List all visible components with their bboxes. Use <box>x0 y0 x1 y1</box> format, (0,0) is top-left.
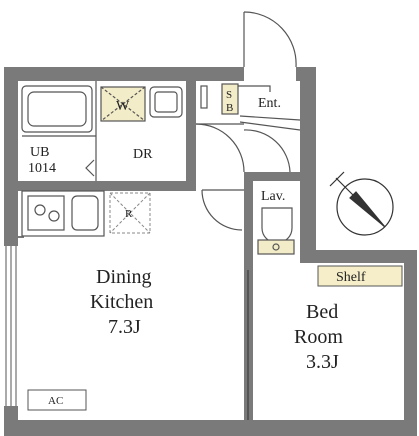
wash-basin-inner <box>154 91 178 113</box>
wall-step <box>300 250 417 263</box>
entrance-area <box>200 83 301 131</box>
entrance-floor-2 <box>239 121 301 131</box>
shoe-s-label: S <box>226 89 232 101</box>
kitchen-door-swing <box>201 189 243 231</box>
compass-tick <box>329 171 345 187</box>
bathtub <box>21 85 93 133</box>
small-post <box>200 85 208 109</box>
dr-door-swing <box>195 123 245 173</box>
wash-basin <box>149 86 183 118</box>
bed-label-line3: 3.3J <box>306 351 339 373</box>
ub-size-label: 1014 <box>28 161 56 176</box>
dr-label: DR <box>133 147 153 162</box>
bed-label-line1: Bed <box>306 301 338 323</box>
ac-label: AC <box>48 395 63 407</box>
refrigerator <box>109 192 151 234</box>
wall-right-upper <box>300 67 316 262</box>
compass-circle <box>336 178 394 236</box>
wall-bath-bottom <box>18 181 193 191</box>
fridge-box <box>109 192 151 234</box>
ub-label: UB <box>30 145 49 160</box>
ac-box <box>27 389 87 411</box>
wall-top-left <box>4 67 244 81</box>
washer-diag-2 <box>100 86 146 122</box>
fridge-diag-1 <box>109 192 151 234</box>
burner-1 <box>34 204 46 216</box>
burner-2 <box>48 210 60 222</box>
outer-walls <box>4 67 417 436</box>
unit-bath <box>21 81 97 181</box>
entrance-label: Ent. <box>258 96 281 111</box>
fridge-diag-2 <box>109 192 151 234</box>
left-window <box>4 246 18 406</box>
kitchen-counter <box>21 190 105 237</box>
wall-lav-top <box>244 172 300 181</box>
dining-label-line3: 7.3J <box>108 316 141 338</box>
lavatory <box>257 207 295 255</box>
entrance-door <box>243 11 297 68</box>
washer-label: W <box>116 99 130 114</box>
bath-door <box>85 159 95 177</box>
lav-door-swing <box>243 129 291 173</box>
compass-arrow <box>349 191 386 228</box>
dining-label-line2: Kitchen <box>90 291 153 313</box>
shoe-box <box>221 83 239 115</box>
washer-area <box>100 86 183 122</box>
wall-right-lower <box>404 250 417 436</box>
shelf-box <box>317 265 403 287</box>
counter <box>21 190 105 237</box>
shoe-b-label: B <box>226 102 233 114</box>
wall-lav-left <box>244 172 253 270</box>
toilet-bowl <box>261 207 293 244</box>
door-swing <box>243 11 297 68</box>
stove <box>27 195 65 231</box>
toilet-tank <box>257 239 295 255</box>
entrance-floor-1 <box>239 115 301 121</box>
lavatory-label: Lav. <box>261 189 285 204</box>
hall-doors <box>195 123 291 231</box>
dining-label-line1: Dining <box>96 266 152 288</box>
wall-kitchen-top <box>18 236 24 238</box>
toilet-flush <box>272 243 280 251</box>
wall-dr-right <box>186 81 196 191</box>
entrance-step <box>238 85 271 92</box>
refrigerator-label: R <box>125 208 133 220</box>
wall-bottom <box>4 420 417 436</box>
shelf-label: Shelf <box>336 270 366 285</box>
bathtub-inner <box>27 91 87 127</box>
bed-label-line2: Room <box>294 326 343 348</box>
sink <box>71 195 99 231</box>
north-arrow-icon <box>329 171 394 236</box>
